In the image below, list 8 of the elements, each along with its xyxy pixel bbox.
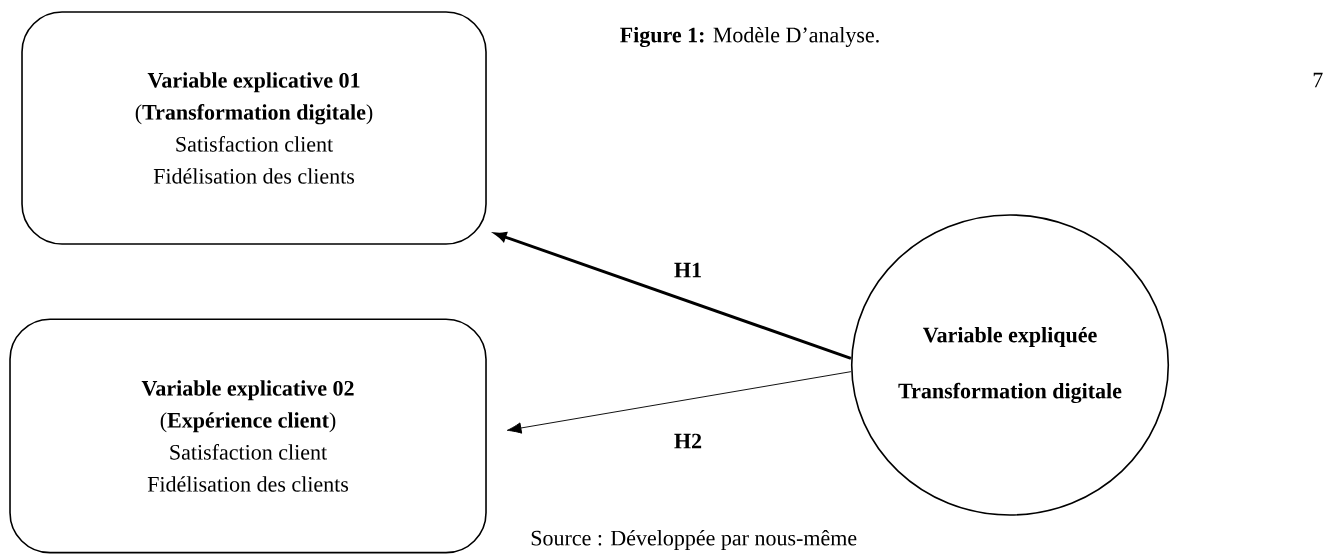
ellipse-node: Variable expliquée Transformation digitale	[850, 214, 1170, 516]
rounded-box: Variable explicative 01 (Transformation digitale) Satisfaction client Fidélisation des clients	[21, 11, 487, 245]
edge-label: H2	[674, 433, 702, 449]
source-note: Source : Développée par nous-même	[531, 530, 857, 550]
page-number: 7	[1313, 72, 1323, 88]
arrow	[506, 371, 852, 434]
rounded-box: Variable explicative 02 (Expérience client) Satisfaction client Fidélisation des clients	[9, 318, 487, 554]
figure-title: Figure 1: Modèle D’analyse.	[620, 26, 879, 48]
